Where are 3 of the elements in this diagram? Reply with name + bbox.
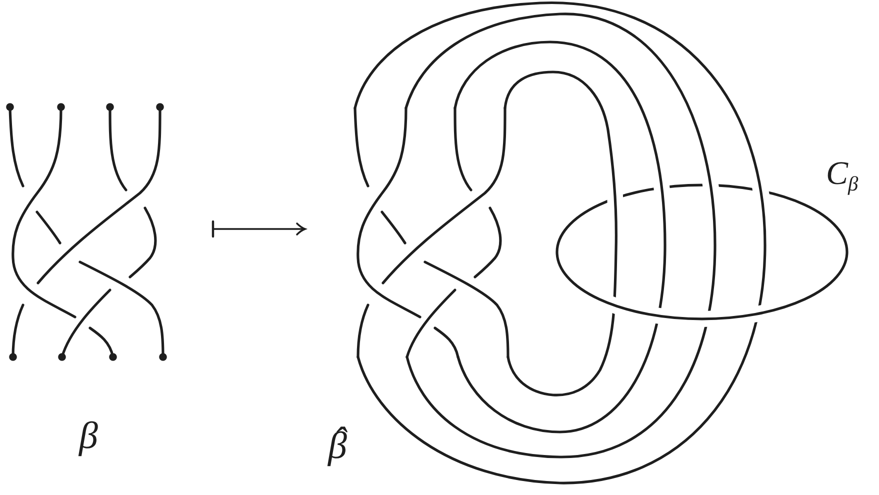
axis-label: C$_{β}$ (825, 155, 860, 196)
closure-label: β̂ (326, 424, 348, 469)
braid-label: β (78, 414, 99, 459)
